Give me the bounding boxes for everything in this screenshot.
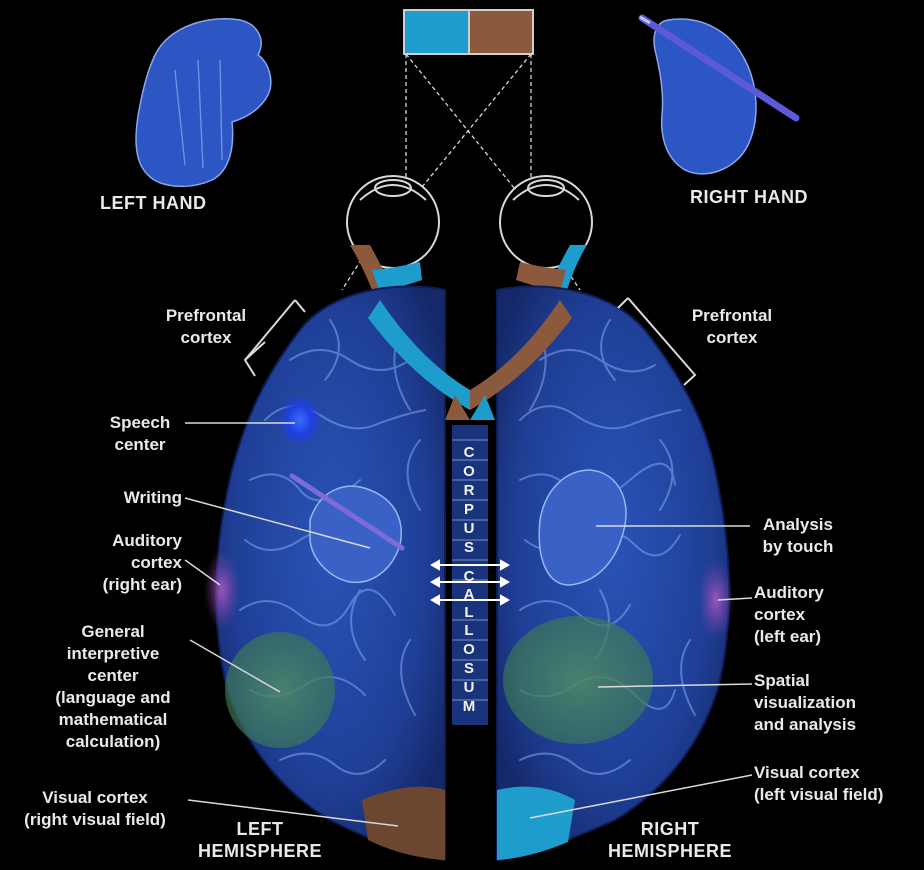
right-hand-label: RIGHT HAND bbox=[690, 186, 808, 208]
visual-right-region bbox=[497, 787, 575, 860]
cc-letter: U bbox=[458, 520, 480, 537]
auditory-left-region bbox=[204, 550, 240, 630]
cc-letter: R bbox=[458, 482, 480, 499]
cc-letter: C bbox=[458, 444, 480, 461]
cc-letter: U bbox=[458, 679, 480, 696]
cc-letter: O bbox=[458, 463, 480, 480]
cc-letter: S bbox=[458, 539, 480, 556]
speech-center-region bbox=[280, 396, 320, 444]
visual-right-label: Visual cortex(left visual field) bbox=[754, 762, 922, 806]
left-hand-label: LEFT HAND bbox=[100, 192, 207, 214]
cc-letter: L bbox=[458, 622, 480, 639]
right-visual-field-box bbox=[469, 10, 533, 54]
writing-label: Writing bbox=[60, 487, 182, 509]
cc-letter: L bbox=[458, 604, 480, 621]
brain-right-hemisphere-icon bbox=[497, 286, 729, 860]
cc-letter: A bbox=[458, 586, 480, 603]
left-hand-icon bbox=[136, 19, 271, 187]
general-interpretive-label: General interpretive center (language an… bbox=[28, 621, 198, 753]
cc-letter: O bbox=[458, 641, 480, 658]
right-hand-pencil-icon bbox=[640, 17, 796, 174]
cc-letter: C bbox=[458, 568, 480, 585]
cc-letter: M bbox=[458, 698, 480, 715]
cc-letter: P bbox=[458, 501, 480, 518]
cc-letter: S bbox=[458, 660, 480, 677]
visual-left-label: Visual cortex(right visual field) bbox=[2, 787, 188, 831]
spatial-region bbox=[503, 616, 653, 744]
left-visual-field-box bbox=[404, 10, 469, 54]
general-interpretive-region bbox=[225, 632, 335, 748]
